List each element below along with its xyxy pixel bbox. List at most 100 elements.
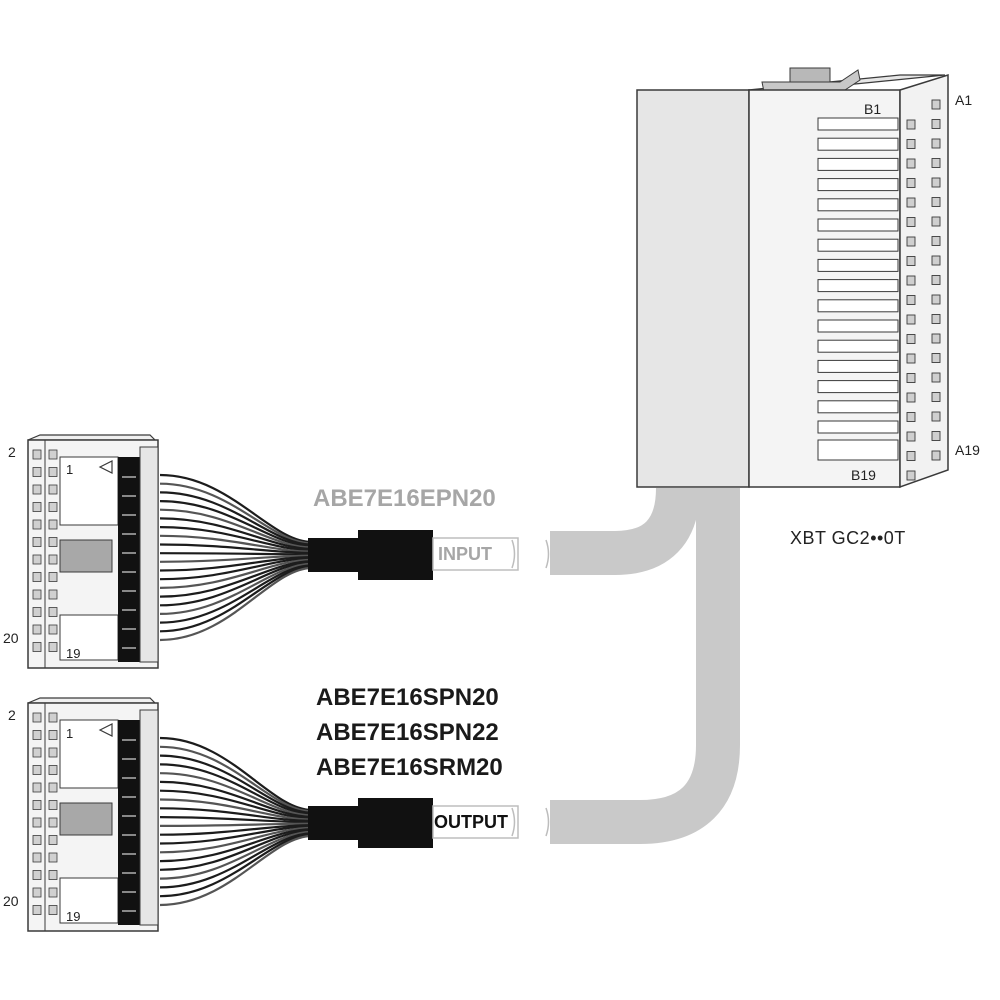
connector-pin [48,519,58,530]
output-tag-box [432,805,550,839]
connector-pin [32,887,42,898]
module-pin [931,333,941,344]
wire [159,807,313,822]
module-slot [817,178,899,192]
module-slot [817,319,899,333]
connector-pin [48,817,58,828]
module-slot [817,117,899,131]
module-pin-b19-label: B19 [851,467,876,483]
wire [159,816,313,824]
wire [159,517,313,550]
connector-pin [32,519,42,530]
wire [159,736,313,812]
module-slot [817,380,899,394]
module-slot [817,359,899,373]
module-pin [906,158,916,169]
module-pin [906,217,916,227]
wire [159,534,313,553]
connector-pin [32,835,42,845]
wire [159,754,313,814]
connector-pin [32,730,42,740]
connector-pin [48,607,58,617]
input-pin-20-label: 20 [3,630,19,646]
wire [159,561,313,607]
module-pin [906,334,916,344]
output-connector-pins [32,712,58,915]
connector-pin [48,905,58,915]
output-part-number-1: ABE7E16SPN20 [316,684,499,711]
module-pin [906,197,916,208]
module-pin [906,470,916,481]
module-pin [906,392,916,403]
connector-pin [48,835,58,845]
wire [159,552,313,556]
input-cable-route [550,487,700,575]
connector-pin [32,537,42,547]
output-pin-2-label: 2 [8,707,16,723]
module-slot [817,439,899,461]
module-pin-group [906,99,941,481]
input-connector-pins [32,449,58,652]
wire [159,822,313,827]
wire [159,556,313,572]
connector-pin [32,747,42,758]
connector-pin [48,765,58,775]
wire [159,560,313,598]
module-pin [906,139,916,149]
wire [159,832,313,889]
xbt-module [636,67,949,489]
wire [159,824,313,836]
module-pin [906,353,916,364]
connector-pin [32,800,42,810]
module-front-face [636,89,750,488]
input-connector-blackbar [118,457,140,662]
output-pin-1-label: 1 [66,726,74,741]
input-pin1-marker [98,460,113,474]
module-slot [817,299,899,313]
wire [159,833,313,898]
connector-pin [32,572,42,582]
module-pin [906,373,916,383]
wire [159,557,313,581]
module-pin [906,295,916,305]
connector-pin [32,449,42,460]
connector-pin [32,467,42,477]
module-pin [906,119,916,130]
connector-pin [32,502,42,512]
output-tag-label: OUTPUT [434,812,508,832]
output-pin-20-label: 20 [3,893,19,909]
module-slot [817,258,899,272]
wire [159,772,313,817]
module-pin [906,236,916,247]
connector-pin [48,887,58,898]
wire [159,834,313,907]
wire [159,526,313,552]
module-pin [931,216,941,227]
wire [159,829,313,871]
output-cable-route [550,488,740,844]
module-pin [906,451,916,461]
module-pin [931,411,941,422]
wire [159,562,313,615]
wire [159,798,313,821]
wire [159,826,313,854]
output-connector [27,697,159,932]
connector-pin [48,502,58,512]
connector-pin [48,589,58,600]
wire [159,763,313,816]
wire [159,564,313,624]
output-pin1-marker [98,723,113,737]
module-slot [817,279,899,293]
module-pin-b1-label: B1 [864,101,882,117]
connector-pin [48,730,58,740]
module-pin [931,119,941,129]
wire [159,789,313,820]
connector-pin [32,817,42,828]
module-model-label: XBT GC2••0T [790,528,906,548]
module-pin [931,353,941,363]
connector-pin [48,449,58,460]
output-part-number-3: ABE7E16SRM20 [316,754,503,781]
wire [159,508,313,549]
connector-pin [48,747,58,758]
connector-pin [48,537,58,547]
